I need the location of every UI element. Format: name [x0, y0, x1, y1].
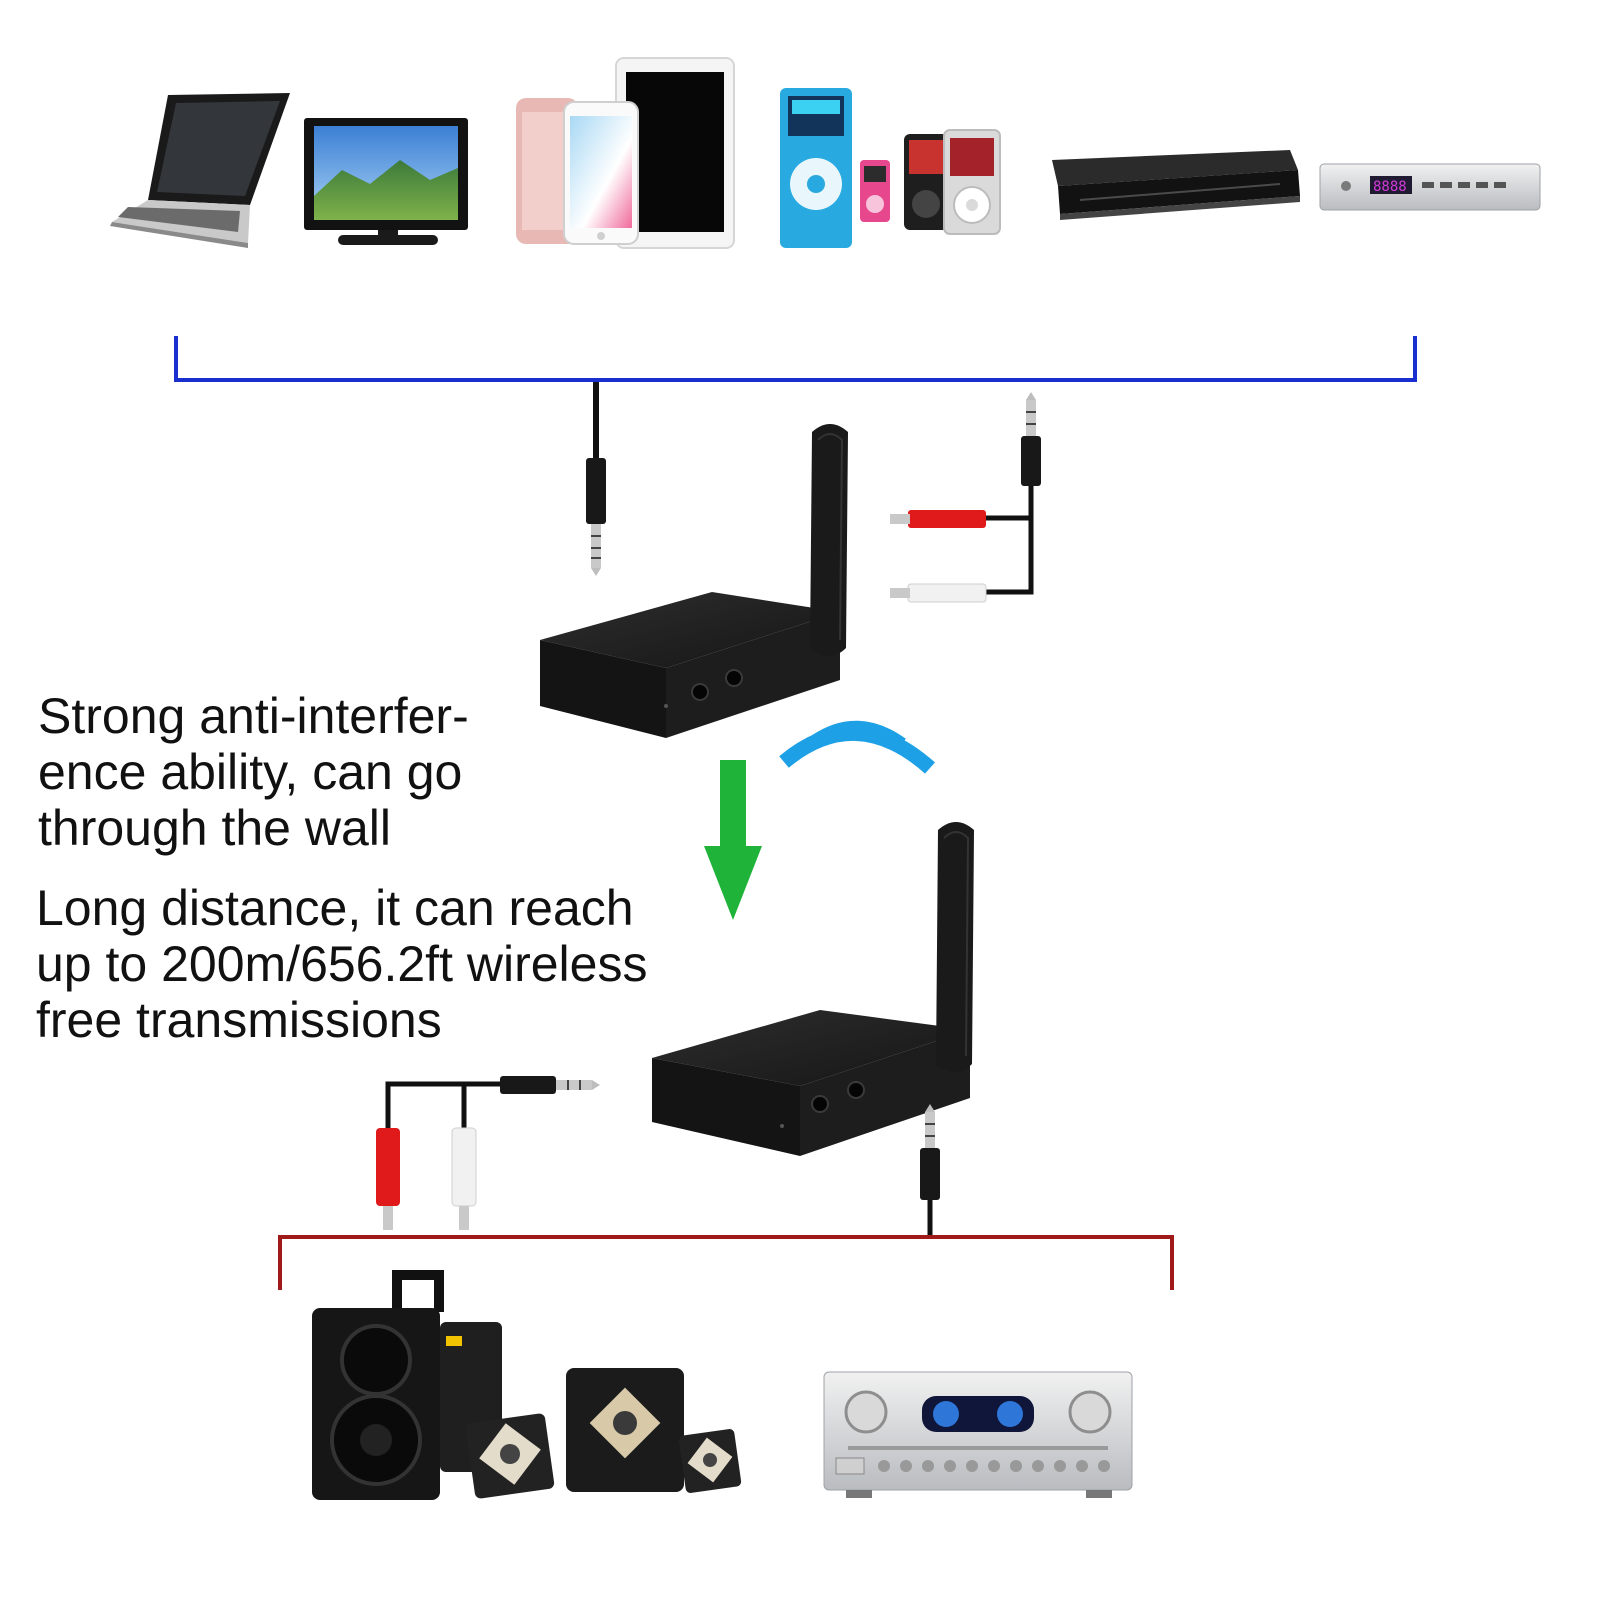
caption-line: through the wall — [38, 800, 392, 856]
laptop-icon — [110, 93, 290, 248]
source-bracket — [174, 336, 1417, 382]
amplifier-icon — [823, 1371, 1133, 1498]
set-top-box-icon: 8888 — [1319, 163, 1541, 211]
caption-line: ence ability, can go — [38, 744, 463, 800]
caption-line: up to 200m/656.2ft wireless — [36, 936, 648, 992]
transmitter-device — [540, 424, 848, 738]
mp3-ipod-icon — [780, 88, 1001, 248]
caption-line: Long distance, it can reach — [36, 880, 634, 936]
aux-cable-output — [920, 1104, 940, 1236]
dvd-player-icon — [1052, 150, 1300, 220]
speakers-icon — [312, 1270, 742, 1500]
rca-to-aux-cable-input — [890, 392, 1041, 603]
long-distance-caption: Long distance, it can reach up to 200m/6… — [36, 880, 647, 1048]
signal-direction-arrow-icon — [704, 760, 762, 920]
caption-line: free transmissions — [36, 992, 442, 1048]
aux-cable-input — [586, 382, 606, 576]
svg-text:8888: 8888 — [1373, 179, 1407, 195]
output-bracket — [278, 1235, 1174, 1290]
aux-to-rca-cable-output — [376, 1076, 600, 1230]
anti-interference-caption: Strong anti-interfer- ence ability, can … — [38, 688, 469, 856]
tv-icon — [304, 118, 468, 245]
phone-tablet-icon — [516, 57, 735, 249]
caption-line: Strong anti-interfer- — [38, 688, 469, 744]
wireless-signal-icon — [779, 720, 935, 774]
receiver-device — [652, 822, 974, 1156]
